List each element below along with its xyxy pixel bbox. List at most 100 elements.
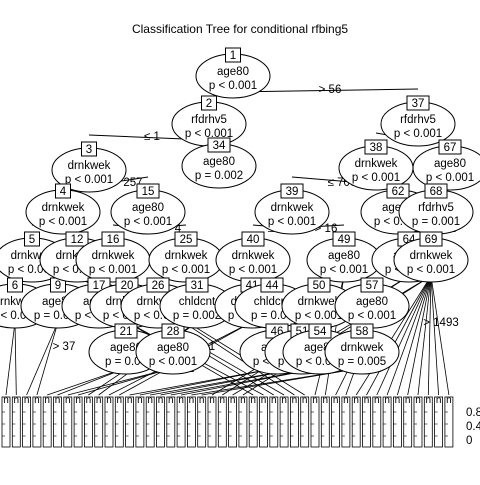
node-p-value: p < 0.001 (295, 310, 343, 322)
node-p-value: p < 0.001 (65, 174, 113, 186)
node-id-box (350, 323, 374, 339)
leaf-connector (36, 321, 59, 396)
tree-node-16: 16 drnkwek p < 0.001 (75, 231, 151, 283)
leaf-panel (434, 396, 444, 448)
node-id: 54 (314, 326, 327, 338)
node-id-box (185, 277, 209, 293)
leaf-n-label: n (55, 395, 61, 406)
leaf-n-label: n (333, 395, 339, 406)
node-id: 39 (286, 186, 299, 198)
leaf-panel (372, 396, 382, 448)
leaf-n-label: n (240, 395, 246, 406)
leaf-n-label: n (178, 395, 184, 406)
node-variable: age80 (356, 296, 388, 308)
leaf-connector (417, 275, 432, 396)
node-id-box (406, 95, 430, 111)
node-variable: age80 (110, 342, 142, 354)
node-variable: rfdrhv5 (400, 114, 436, 126)
leaf-axis-tick-label: 0.8 (466, 407, 480, 419)
leaf-n-label: n (189, 395, 195, 406)
leaf-n-label: n (127, 395, 133, 406)
leaf-panel (135, 396, 145, 448)
node-id: 38 (370, 142, 383, 154)
node-variable: chldcnt (179, 296, 216, 308)
leaf-panel (259, 396, 268, 448)
node-id: 69 (425, 234, 438, 246)
leaf-panel (423, 396, 433, 448)
leaf-connector (397, 275, 432, 396)
node-variable: age80 (157, 342, 189, 354)
leaf-n-label: n (364, 395, 370, 406)
node-variable: age80 (203, 156, 235, 168)
node-id: 6 (12, 280, 18, 292)
leaf-n-label: n (384, 395, 390, 406)
leaf-panel (197, 396, 207, 448)
leaf-n-label: n (436, 395, 442, 406)
node-variable: drnkwek (92, 250, 135, 262)
leaf-n-label: n (96, 395, 102, 406)
leaf-n-label: n (14, 395, 20, 406)
node-variable: drnkwek (165, 250, 208, 262)
node-variable: drnkwek (42, 202, 85, 214)
node-id-box (115, 277, 139, 293)
leaf-panel (32, 396, 42, 448)
leaf-panel (382, 396, 392, 448)
node-id-box (307, 277, 331, 293)
leaf-axis-tick-label: 0 (466, 435, 472, 447)
leaf-panel (341, 396, 351, 448)
leaf-n-label: n (271, 395, 277, 406)
leaf-n-label: n (199, 395, 205, 406)
node-id-box (7, 277, 23, 293)
leaf-n-label: n (220, 395, 226, 406)
node-p-value: p < 0.001 (89, 264, 137, 276)
node-p-value: p < 0.001 (268, 216, 316, 228)
leaf-connector (430, 275, 450, 396)
leaf-n-label: n (415, 395, 421, 406)
node-id: 68 (430, 186, 443, 198)
node-p-value: p < 0.001 (352, 172, 400, 184)
node-id-box (101, 231, 125, 247)
node-variable: drnkwek (341, 342, 384, 354)
node-id: 49 (338, 234, 351, 246)
leaf-n-label: n (137, 395, 143, 406)
leaf-axis-tick-label: 0.4 (466, 421, 480, 433)
node-p-value: p < 0.001 (162, 264, 210, 276)
node-p-value: p < 0.001 (185, 128, 233, 140)
node-id: 26 (152, 280, 165, 292)
node-id: 2 (206, 98, 212, 110)
node-p-value: p = 0.04 (105, 356, 147, 368)
leaf-panel (1, 396, 11, 448)
leaf-panel (53, 396, 62, 448)
node-variable: age80 (217, 66, 249, 78)
chart-title: Classification Tree for conditional rfbi… (131, 22, 349, 36)
node-id-box (174, 231, 198, 247)
leaf-panel (145, 396, 155, 448)
node-id: 16 (107, 234, 120, 246)
leaf-n-label: n (446, 395, 452, 406)
leaf-n-label: n (261, 395, 267, 406)
leaf-connector (5, 321, 16, 396)
node-id-box (364, 139, 388, 155)
node-id-box (55, 183, 71, 199)
leaf-panel (94, 396, 104, 448)
node-id-box (207, 137, 231, 153)
node-p-value: p < 0.001 (426, 172, 474, 184)
node-id: 3 (86, 144, 92, 156)
leaf-n-label: n (24, 395, 30, 406)
node-id: 20 (121, 280, 134, 292)
node-p-value: p = 0.03 (251, 310, 293, 322)
leaf-panel (217, 396, 227, 448)
node-id-box (161, 323, 185, 339)
node-id: 4 (60, 186, 67, 198)
node-p-value: p < 0.001 (229, 264, 277, 276)
leaf-panel (207, 396, 217, 448)
node-id: 15 (142, 186, 155, 198)
